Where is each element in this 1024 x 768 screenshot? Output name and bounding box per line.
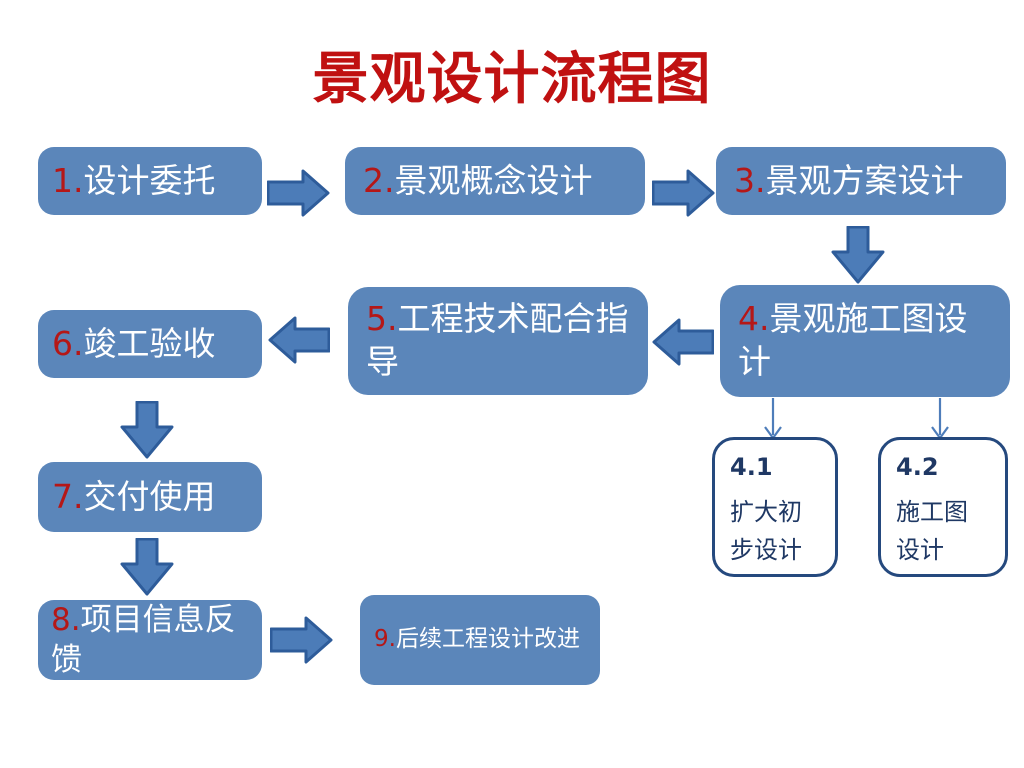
- flow-box-9-text: 9.后续工程设计改进: [374, 625, 580, 655]
- flow-box-6-text: 6.竣工验收: [52, 323, 216, 366]
- step-number: 9.: [374, 626, 396, 653]
- flow-box-8-text: 8.项目信息反馈: [51, 600, 262, 681]
- arrow-right-icon: [270, 614, 334, 666]
- step-label: 交付使用: [83, 476, 216, 516]
- flow-box-2-concept-design: 2.景观概念设计: [345, 147, 645, 215]
- arrow-right-icon: [652, 168, 716, 218]
- step-number: 3.: [734, 160, 766, 200]
- step-number: 4.: [738, 299, 770, 339]
- arrow-left-icon: [652, 318, 714, 366]
- step-label: 景观方案设计: [765, 160, 964, 200]
- flow-box-5-technical-guidance: 5.工程技术配合指 导: [348, 287, 648, 395]
- step-number: 7.: [52, 476, 84, 516]
- sub-box-4-2-construction-drawing: 4.2 施工图 设计: [878, 437, 1008, 577]
- flow-box-3-scheme-design: 3.景观方案设计: [716, 147, 1006, 215]
- flow-box-7-text: 7.交付使用: [52, 476, 216, 519]
- arrow-left-icon: [268, 316, 330, 364]
- sub-step-label: 施工图 设计: [896, 498, 968, 565]
- step-number: 1.: [52, 160, 84, 200]
- step-number: 2.: [363, 160, 395, 200]
- step-number: 5.: [366, 299, 398, 339]
- arrow-down-icon: [120, 401, 174, 459]
- step-number: 8.: [51, 601, 81, 638]
- step-label: 设计委托: [83, 160, 216, 200]
- step-label: 工程技术配合指 导: [366, 299, 629, 381]
- connector-arrow-down-icon: [925, 398, 955, 440]
- sub-box-4-1-preliminary-design: 4.1 扩大初 步设计: [712, 437, 838, 577]
- step-label: 景观施工图设 计: [738, 299, 968, 381]
- flow-box-6-completion-acceptance: 6.竣工验收: [38, 310, 262, 378]
- step-label: 景观概念设计: [394, 160, 593, 200]
- flow-box-4-construction-drawing-design: 4.景观施工图设 计: [720, 285, 1010, 397]
- flow-box-4-text: 4.景观施工图设 计: [738, 298, 968, 384]
- step-label: 项目信息反馈: [51, 601, 236, 678]
- page-title: 景观设计流程图: [312, 47, 712, 112]
- flow-box-8-project-feedback: 8.项目信息反馈: [38, 600, 262, 680]
- connector-arrow-down-icon: [758, 398, 788, 440]
- arrow-down-icon: [831, 226, 885, 284]
- flow-box-2-text: 2.景观概念设计: [363, 160, 593, 203]
- arrow-down-icon: [120, 538, 174, 596]
- sub-step-number: 4.2: [896, 453, 939, 481]
- sub-step-number: 4.1: [730, 453, 773, 481]
- step-label: 竣工验收: [83, 323, 216, 363]
- flow-box-3-text: 3.景观方案设计: [734, 160, 964, 203]
- flow-box-1-design-commission: 1.设计委托: [38, 147, 262, 215]
- arrow-right-icon: [267, 168, 331, 218]
- step-number: 6.: [52, 323, 84, 363]
- flow-box-1-text: 1.设计委托: [52, 160, 216, 203]
- sub-step-label: 扩大初 步设计: [730, 498, 802, 565]
- flow-box-5-text: 5.工程技术配合指 导: [366, 298, 629, 384]
- step-label: 后续工程设计改进: [395, 626, 580, 653]
- flow-box-7-delivery-use: 7.交付使用: [38, 462, 262, 532]
- flow-box-9-followup-improvement: 9.后续工程设计改进: [360, 595, 600, 685]
